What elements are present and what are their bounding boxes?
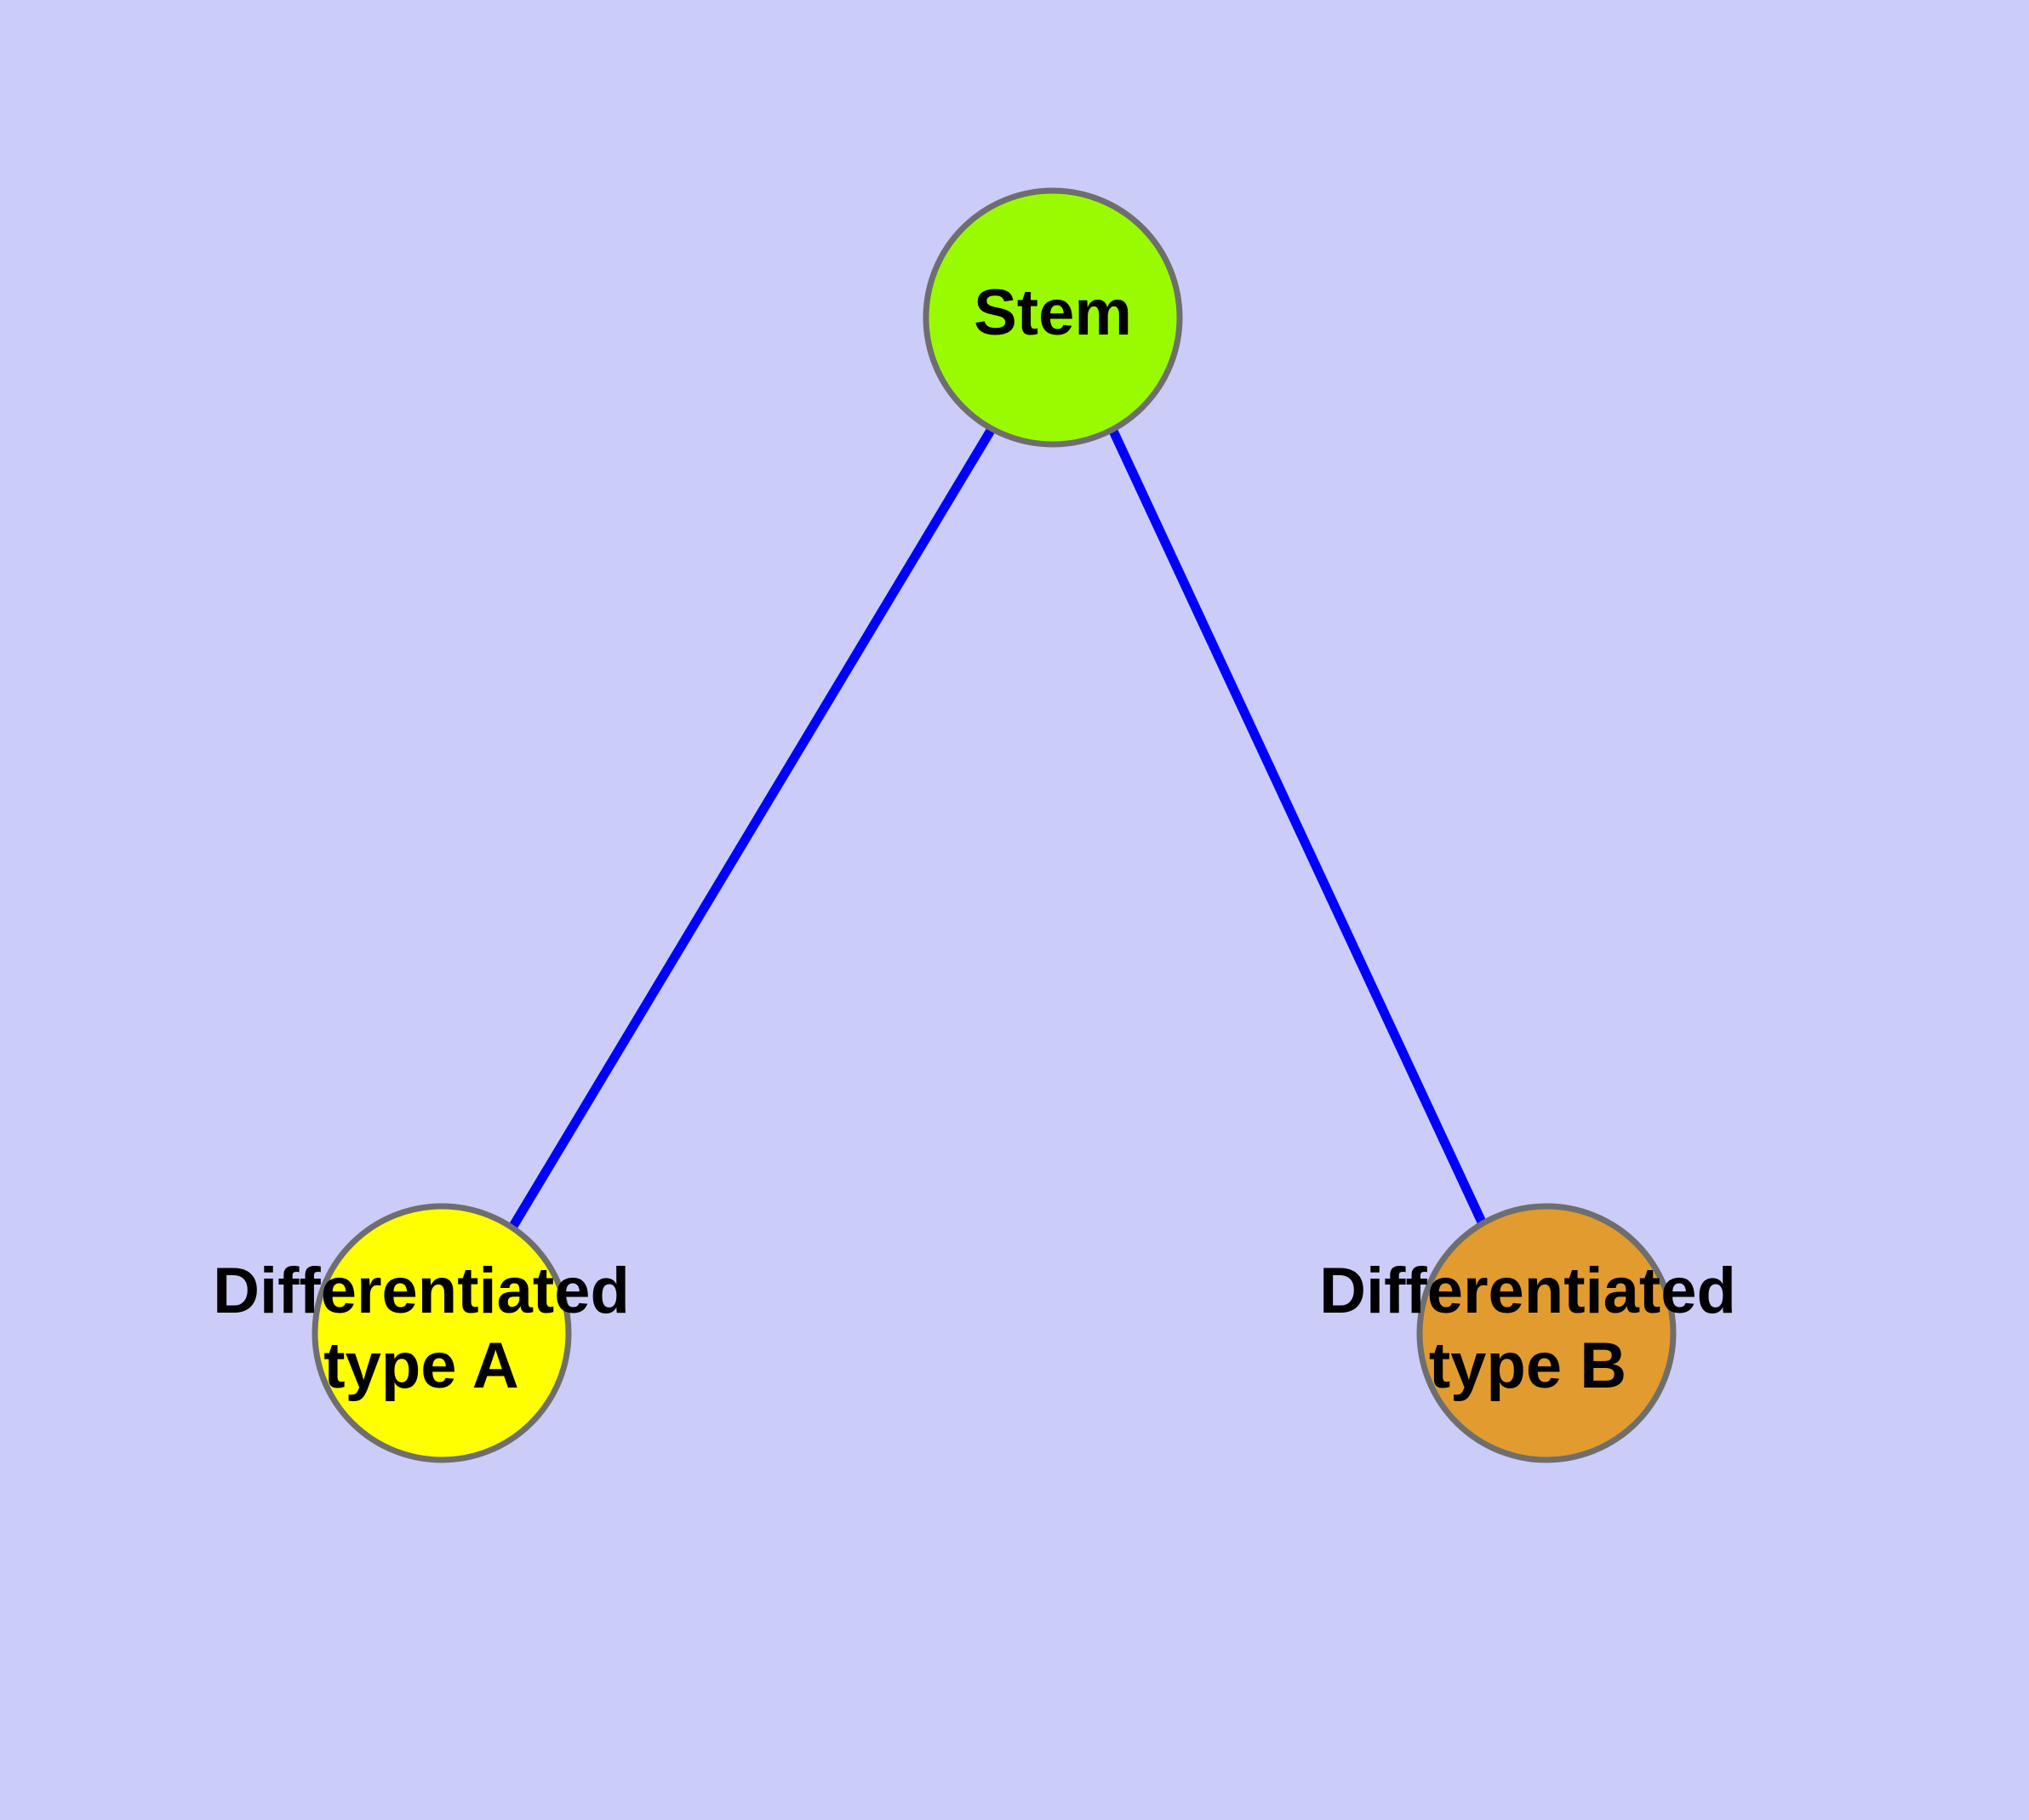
node-label-line: Stem	[974, 277, 1132, 349]
edge-stem-to-type-a[interactable]	[508, 426, 996, 1230]
node-stem-circle[interactable]	[923, 187, 1183, 448]
node-label-line: type A	[323, 1330, 518, 1402]
edges-layer	[508, 426, 1489, 1230]
edge-stem-to-type-b[interactable]	[1108, 426, 1489, 1230]
node-label-line: Differentiated	[213, 1255, 630, 1327]
node-label-line: type B	[1429, 1330, 1626, 1402]
node-diff-type-a-circle[interactable]	[311, 1203, 572, 1463]
node-stem-label: Stem	[974, 277, 1132, 349]
node-stem[interactable]: Stem	[923, 187, 1183, 448]
node-label-line: Differentiated	[1319, 1255, 1736, 1327]
node-diff-type-b-circle[interactable]	[1416, 1203, 1677, 1463]
